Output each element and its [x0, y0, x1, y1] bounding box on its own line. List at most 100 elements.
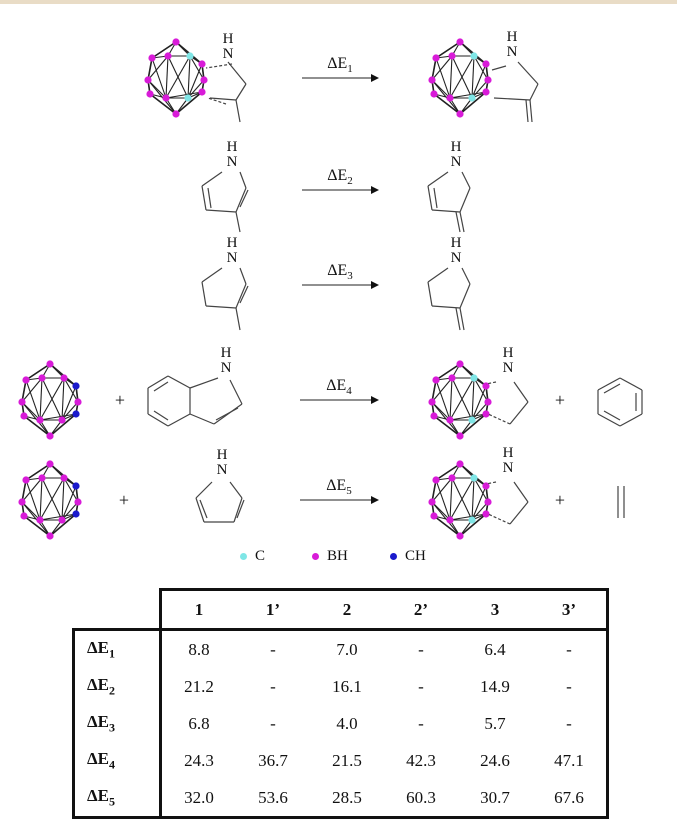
cage-vertex	[456, 360, 464, 368]
cage-edge	[167, 55, 189, 99]
cage-edge	[147, 79, 177, 115]
cage-edge	[431, 55, 453, 81]
ring-bond	[207, 187, 212, 209]
cage-edge	[435, 463, 461, 481]
table-cell: -	[418, 639, 424, 659]
table-corner	[73, 589, 162, 631]
legend-dot-c	[240, 553, 247, 561]
cage-edge	[431, 401, 461, 437]
methyl-bond	[235, 99, 241, 123]
cage-vertex	[164, 52, 172, 60]
cage-edge	[25, 479, 41, 521]
cage-edge	[431, 477, 453, 503]
cage-vertex	[432, 376, 440, 384]
ring-bond	[195, 497, 205, 523]
cage-vertex	[74, 398, 82, 406]
cage-vertex	[20, 512, 28, 520]
cage-vertex	[148, 54, 156, 62]
cage-edge	[41, 377, 63, 421]
ring-bond	[147, 413, 169, 427]
table-cell: 7.0	[336, 639, 358, 659]
cage-vertex	[456, 532, 464, 540]
ring-bond	[485, 381, 497, 385]
cage-vertex	[198, 88, 206, 96]
cage-edge	[459, 413, 487, 437]
legend-label-c: C	[255, 548, 266, 564]
ring-bond	[597, 413, 621, 427]
cage-edge	[25, 379, 41, 421]
table-cell: -	[270, 639, 276, 659]
cage-edge	[431, 79, 461, 115]
cage-vertex	[430, 90, 438, 98]
cage-edge	[49, 513, 77, 537]
table-cell: -	[532, 629, 609, 668]
ring-bond	[235, 283, 247, 309]
cage-edge	[147, 55, 169, 81]
cage-vertex	[448, 374, 456, 382]
h-atom-label: H	[507, 29, 518, 45]
cage-vertex	[484, 76, 492, 84]
h-atom-label: H	[217, 447, 228, 463]
table-cell: 16.1	[332, 676, 362, 696]
ring-bond	[147, 375, 169, 389]
cage-edge	[473, 55, 489, 81]
cage-edge	[61, 377, 65, 421]
ring-bond	[201, 281, 207, 307]
ring-bond	[167, 375, 191, 389]
ring-bond	[619, 413, 643, 427]
cage-vertex	[18, 498, 26, 506]
n-atom-label: N	[451, 250, 462, 266]
cage-edge	[449, 413, 487, 421]
cage-edge	[435, 363, 461, 381]
cage-vertex	[46, 360, 54, 368]
cage-edge	[151, 57, 167, 99]
n-atom-label: N	[451, 154, 462, 170]
cage-vertex	[470, 52, 478, 60]
cage-edge	[471, 385, 487, 421]
cage-edge	[435, 479, 451, 521]
cage-vertex	[456, 38, 464, 46]
ring-bond	[201, 171, 223, 187]
row-header-subscript: 5	[109, 794, 115, 809]
ring-bond	[215, 407, 239, 421]
reaction-label: ΔE1	[327, 55, 353, 75]
ring-bond	[205, 209, 237, 213]
reaction-label-text: ΔE	[326, 377, 346, 394]
top-rule	[0, 0, 677, 4]
n-atom-label: N	[227, 250, 238, 266]
cage-vertex	[428, 498, 436, 506]
ring-bond	[459, 283, 471, 309]
methylene-bond	[525, 99, 529, 123]
cage-vertex	[22, 376, 30, 384]
cage-vertex	[72, 482, 80, 490]
legend-label-ch: CH	[405, 548, 426, 564]
ring-bond	[597, 377, 621, 391]
cage-edge	[431, 479, 437, 503]
cage-edge	[471, 377, 475, 421]
row-header: ΔE4	[72, 742, 162, 779]
ring-bond	[427, 267, 449, 283]
ring-bond	[236, 499, 245, 519]
cage-vertex	[470, 474, 478, 482]
table-cell: 60.3	[384, 779, 458, 819]
table-cell: 21.2	[184, 676, 214, 696]
row-header-subscript: 1	[109, 646, 115, 661]
h-atom-label: H	[227, 235, 238, 251]
cage-vertex	[432, 54, 440, 62]
cage-vertex	[456, 460, 464, 468]
ring-bond	[239, 267, 247, 285]
column-header: 2	[310, 588, 384, 631]
cage-edge	[23, 415, 51, 437]
reaction-label-subscript: 5	[346, 485, 352, 497]
reaction-label-text: ΔE	[327, 167, 347, 184]
cage-edge	[147, 57, 153, 81]
cage-edge	[63, 477, 79, 503]
h-atom-label: H	[223, 31, 234, 47]
cage-edge	[449, 477, 453, 521]
n-atom-label: N	[217, 462, 228, 478]
cage-vertex	[144, 76, 152, 84]
ring-bond	[485, 481, 497, 485]
ring-bond	[227, 61, 247, 85]
